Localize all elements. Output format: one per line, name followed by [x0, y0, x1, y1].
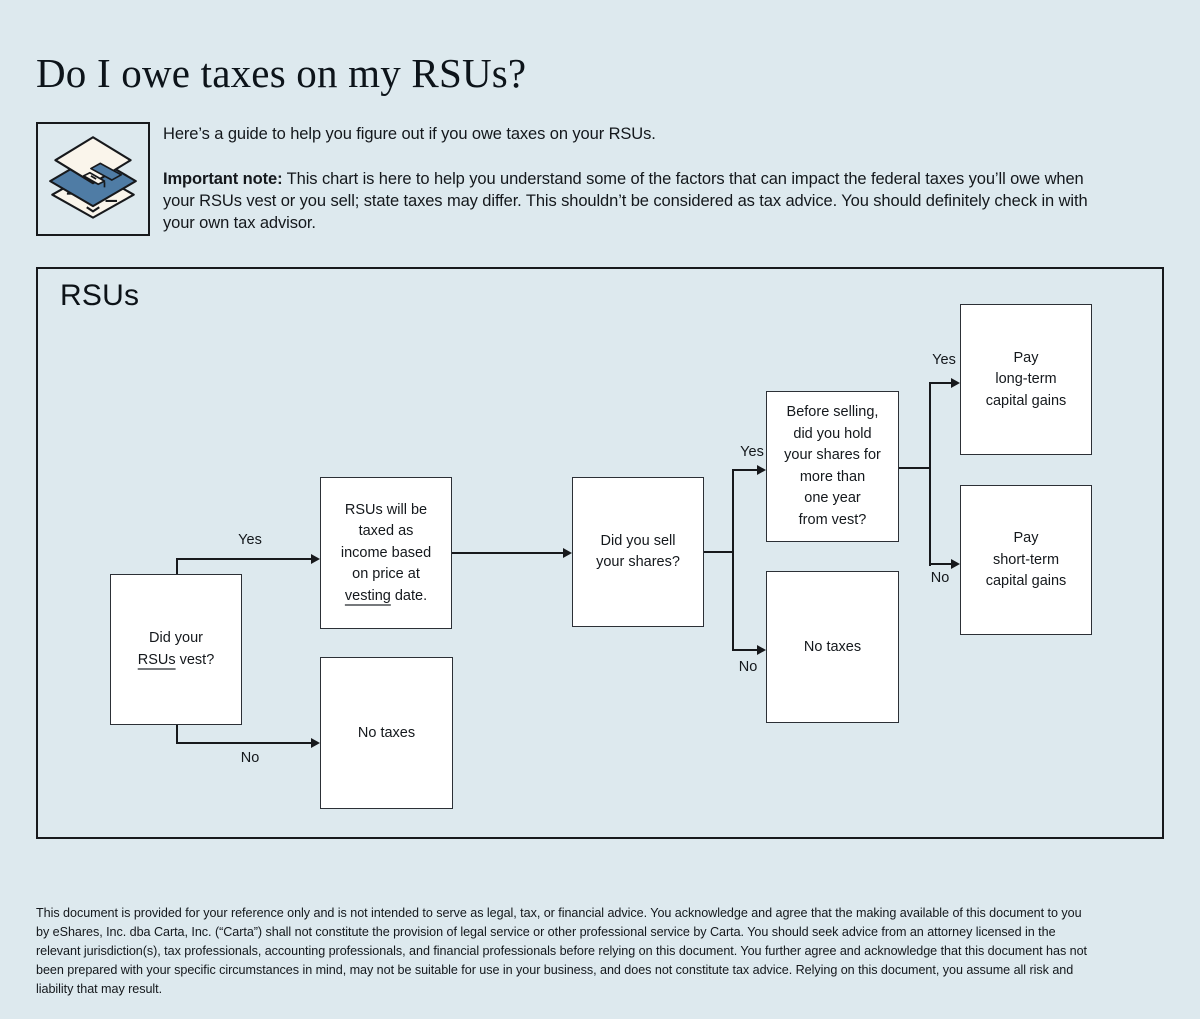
node-text-rest: vest? [175, 651, 215, 668]
intro-text: Here’s a guide to help you figure out if… [163, 125, 656, 144]
intro-copy: Here’s a guide to help you figure out if… [163, 122, 1098, 236]
intro-section: Here’s a guide to help you figure out if… [36, 122, 1164, 237]
node-text-line: RSUs vest? [138, 650, 215, 672]
node-pay-short-term-capital-gains: Pay short-term capital gains [960, 485, 1092, 636]
connector-sell-vertical [732, 469, 734, 652]
node-text-line: No taxes [357, 724, 416, 741]
connector-hold-yes-horizontal [929, 382, 951, 385]
connector-sell-no-horizontal [732, 649, 757, 652]
arrow-right-icon [951, 378, 960, 389]
arrow-right-icon [311, 554, 320, 565]
label-hold-no: No [930, 570, 950, 587]
connector-vest-no-vertical [176, 725, 178, 745]
arrow-right-icon [757, 645, 766, 656]
important-note: Important note: This chart is here to he… [163, 168, 1098, 234]
label-vest-no: No [240, 750, 260, 767]
node-text-line: your shares for [784, 447, 881, 464]
node-did-your-rsus-vest: Did your RSUs vest? [110, 574, 242, 726]
glossary-term-vesting: vesting [344, 587, 391, 604]
label-sell-no: No [738, 659, 758, 676]
label-sell-yes: Yes [740, 444, 764, 461]
connector-hold-vertical [929, 382, 931, 567]
node-taxed-as-income: RSUs will be taxed as income based on pr… [320, 477, 452, 630]
connector-vest-no-horizontal [176, 742, 311, 745]
flowchart-title: RSUs [60, 279, 140, 313]
node-text-line: Did you sell [600, 532, 676, 549]
node-text-rest: date. [390, 587, 428, 604]
note-label: Important note: [163, 170, 283, 189]
disclaimer: This document is provided for your refer… [36, 906, 1088, 997]
node-text-line: Pay [1013, 349, 1039, 366]
page-title: Do I owe taxes on my RSUs? [36, 50, 527, 96]
arrow-right-icon [951, 559, 960, 570]
glossary-term-rsus: RSUs [137, 651, 176, 668]
node-held-more-than-one-year: Before selling, did you hold your shares… [766, 391, 899, 543]
node-text-line: RSUs will be [344, 501, 428, 518]
node-text-line: Pay [1013, 530, 1039, 547]
node-text-line: long-term [995, 371, 1057, 388]
node-did-you-sell: Did you sell your shares? [572, 477, 704, 628]
arrow-right-icon [563, 548, 572, 559]
node-text-line: Did your [149, 630, 203, 647]
node-text-line: taxed as [358, 523, 414, 540]
node-text-line: short-term [992, 551, 1060, 568]
flowchart-frame: RSUs Did your RSUs vest? RSUs will be ta… [36, 267, 1164, 840]
node-text-line: capital gains [985, 392, 1067, 409]
connector-vest-yes-vertical [176, 558, 178, 575]
node-text-line: vesting date. [345, 586, 427, 608]
connector-hold-no-horizontal [929, 563, 951, 566]
arrow-right-icon [311, 738, 320, 749]
stacked-layers-icon [36, 122, 150, 237]
node-no-taxes-no-vest: No taxes [320, 657, 453, 810]
stacked-layers-icon-art [49, 136, 137, 220]
node-text-line: No taxes [803, 638, 862, 655]
label-vest-yes: Yes [238, 532, 262, 549]
connector-taxed-to-sell [452, 552, 563, 555]
node-text-line: capital gains [985, 573, 1067, 590]
connector-vest-yes-horizontal [176, 558, 311, 561]
note-text: This chart is here to help you understan… [163, 170, 1088, 233]
node-text-line: income based [340, 544, 432, 561]
node-text-line: Before selling, [786, 404, 879, 421]
node-text-line: your shares? [596, 554, 680, 571]
label-hold-yes: Yes [932, 352, 956, 369]
node-pay-long-term-capital-gains: Pay long-term capital gains [960, 304, 1092, 456]
connector-hold-stub [899, 467, 931, 470]
node-text-line: from vest? [798, 511, 867, 528]
node-text-line: more than [799, 468, 866, 485]
connector-sell-yes-horizontal [732, 469, 757, 472]
node-text-line: one year [804, 490, 861, 507]
node-no-taxes-after-sell: No taxes [766, 571, 899, 724]
node-text-line: on price at [352, 566, 420, 583]
connector-sell-stub [704, 551, 734, 554]
arrow-right-icon [757, 465, 766, 476]
node-text-line: did you hold [793, 425, 872, 442]
